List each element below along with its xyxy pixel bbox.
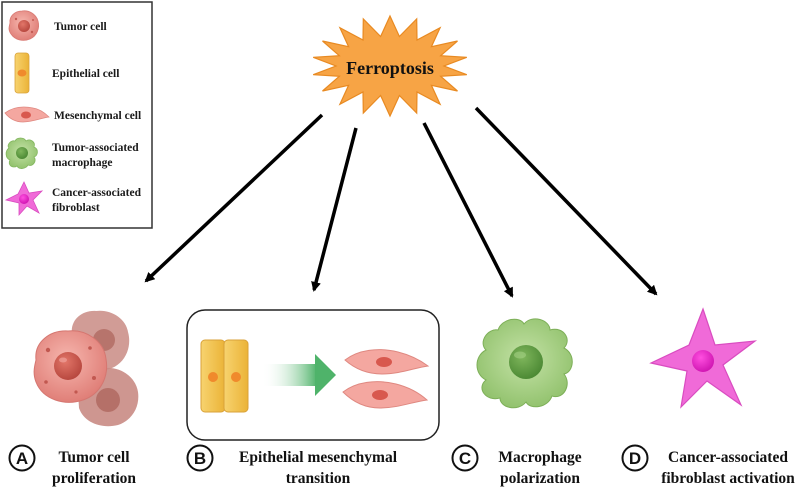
badge-a	[8, 444, 36, 472]
panel-c-macrophage	[476, 318, 573, 409]
mesenchymal-pair	[342, 349, 430, 409]
legend-label-epithelial-cell: Epithelial cell	[52, 68, 119, 80]
emt-frame	[186, 309, 440, 441]
ferroptosis-label: Ferroptosis	[346, 58, 434, 78]
epithelial-cell-icon	[14, 52, 30, 94]
transition-arrow	[262, 354, 336, 396]
arrow-to-d	[474, 106, 658, 296]
ferroptosis-burst: Ferroptosis	[312, 14, 468, 118]
arrow-to-c	[422, 122, 514, 298]
epithelial-pair	[200, 339, 249, 413]
badge-c	[451, 444, 479, 472]
panel-b-emt	[186, 309, 440, 441]
badge-c-letter: C	[459, 449, 471, 468]
arrows	[144, 106, 658, 298]
tumor-cell-icon	[8, 10, 39, 41]
mesenchymal-cell-icon	[4, 106, 50, 123]
badge-a-letter: A	[16, 449, 28, 468]
burst-shape	[312, 14, 468, 118]
arrow-to-a	[144, 113, 324, 283]
legend-label-mesenchymal-cell: Mesenchymal cell	[54, 110, 141, 122]
panel-d-fibroblast	[649, 307, 758, 409]
badge-d	[621, 444, 649, 472]
legend: Tumor cell Epithelial cell Mesenchymal c…	[1, 1, 153, 229]
arrow-to-b	[311, 127, 358, 292]
tumor-cell-front	[33, 330, 108, 403]
badge-b	[186, 444, 214, 472]
legend-label-tumor-cell: Tumor cell	[54, 21, 107, 33]
panel-a-tumor-cells	[33, 310, 139, 427]
fibroblast-icon	[4, 181, 44, 217]
badge-d-letter: D	[629, 449, 641, 468]
macrophage-icon	[5, 137, 38, 169]
badge-b-letter: B	[194, 449, 206, 468]
